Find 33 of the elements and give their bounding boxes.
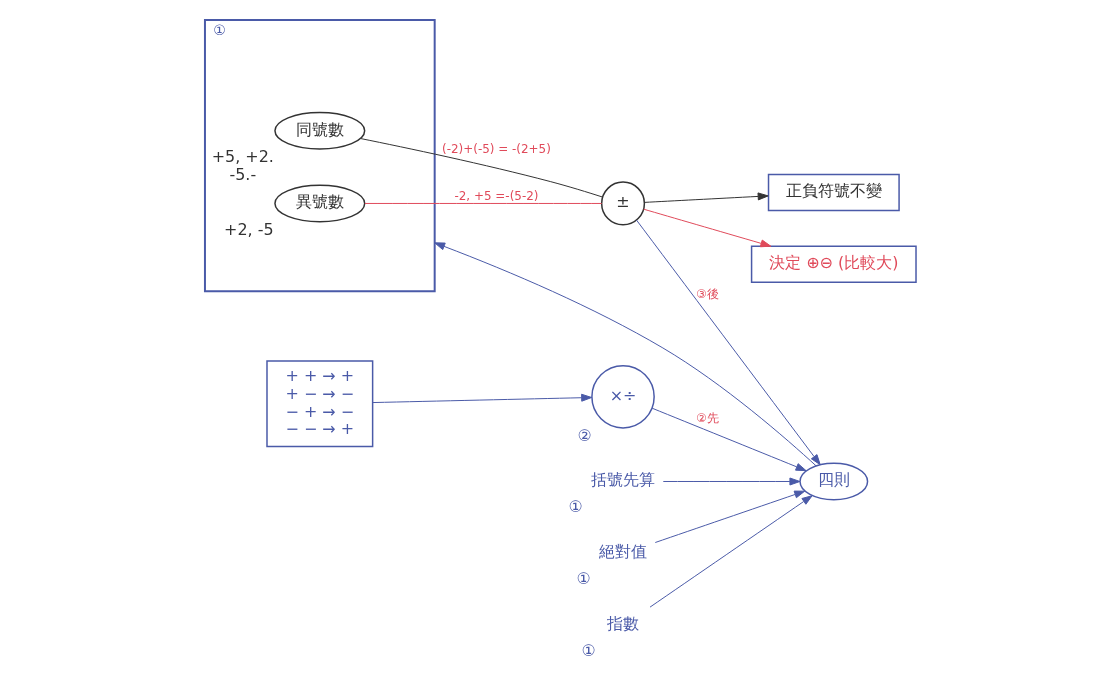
arrow	[642, 208, 771, 248]
arrow	[662, 477, 800, 486]
node-label: -5.-	[228, 164, 256, 184]
node-text: 括號先算	[590, 470, 655, 490]
edge-label: (-2)+(-5) = -(2+5)	[441, 142, 551, 157]
node-label: ①	[576, 568, 591, 588]
node-label: ①	[581, 640, 596, 660]
edge-label: ③後	[695, 286, 719, 301]
node-text: 指數	[606, 613, 639, 633]
arrow	[433, 242, 817, 467]
node-box: 正負符號不變	[767, 173, 900, 212]
edge-label: ②先	[695, 411, 719, 426]
node-ellipse: 異號數	[273, 184, 365, 223]
node-circle: ×÷	[590, 364, 655, 429]
arrow	[654, 490, 805, 543]
arrow	[371, 393, 592, 404]
arrow	[635, 219, 821, 466]
node-label: +2, -5	[223, 219, 274, 239]
node-label: ①	[568, 497, 583, 517]
node-label: +5, +2.	[211, 146, 274, 166]
arrow	[651, 407, 807, 472]
node-box: 決定 ⊕⊖ (比較大)	[750, 245, 917, 283]
node-circle: ±	[600, 181, 645, 226]
node-text: 絕對值	[598, 542, 647, 562]
arrow	[649, 495, 813, 608]
arrow	[643, 192, 769, 203]
connector	[359, 138, 603, 198]
node-box: + + → + + − → − − + → − − − → +	[265, 360, 373, 448]
node-ellipse: 同號數	[273, 111, 365, 150]
connector	[363, 202, 602, 204]
edge-label: -2, +5 =-(5-2)	[453, 189, 538, 204]
node-label: ②	[576, 425, 592, 445]
node-ellipse: 四則	[798, 462, 868, 501]
